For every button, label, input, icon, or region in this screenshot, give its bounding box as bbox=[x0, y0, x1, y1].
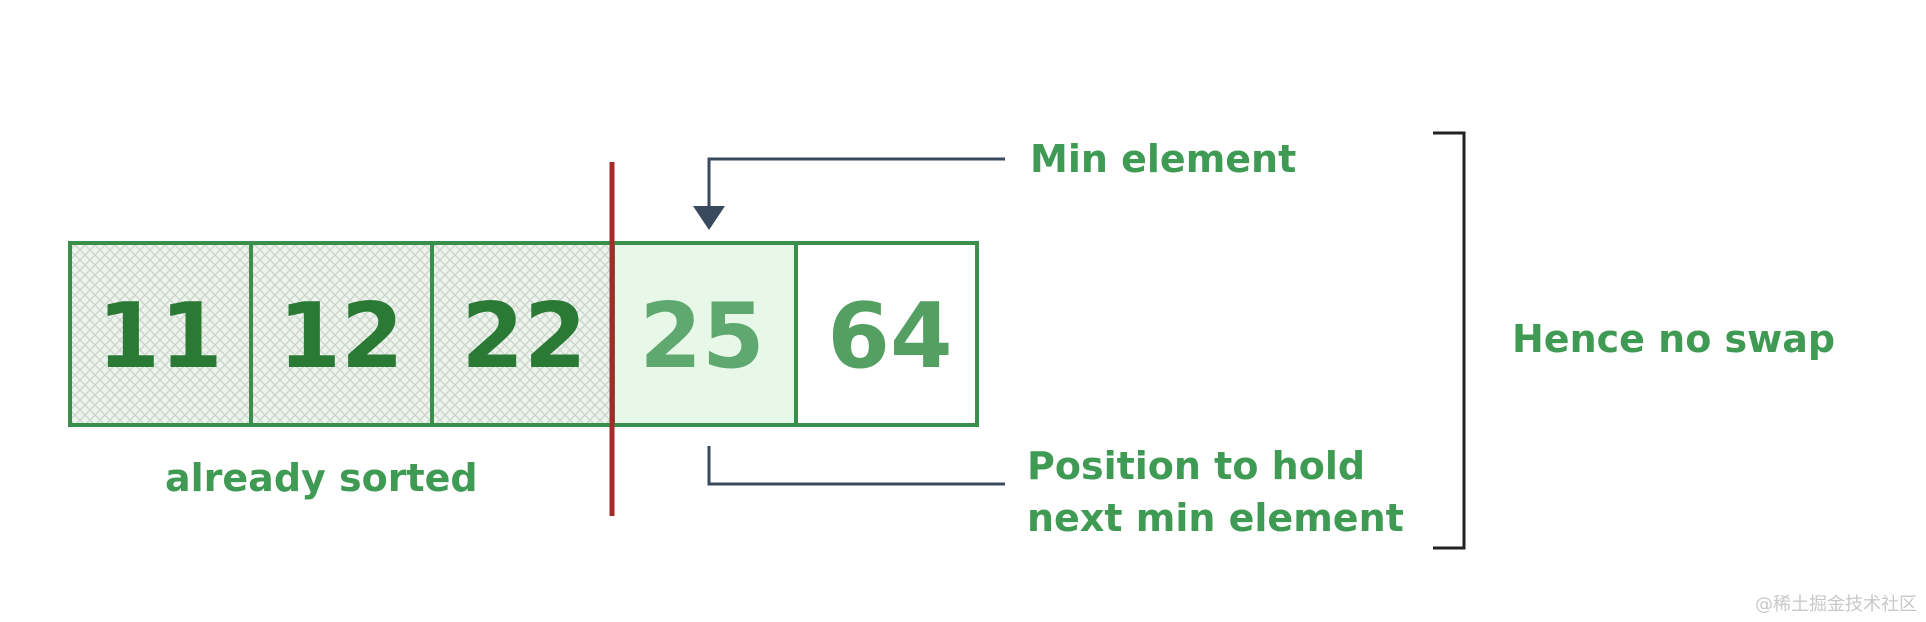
min-element-pointer bbox=[693, 157, 1005, 230]
already-sorted-label: already sorted bbox=[165, 456, 478, 500]
array-cell-2: 22 bbox=[430, 241, 615, 427]
arrow-down-icon bbox=[693, 206, 725, 230]
position-label-line2: next min element bbox=[1027, 496, 1404, 540]
position-bracket-line bbox=[707, 446, 1005, 486]
conclusion-label: Hence no swap bbox=[1512, 317, 1835, 361]
min-element-label: Min element bbox=[1030, 137, 1296, 181]
cell-box bbox=[430, 241, 615, 427]
cell-box bbox=[794, 241, 979, 427]
cell-value: 25 bbox=[639, 284, 764, 389]
cell-value: 12 bbox=[278, 284, 403, 389]
array: 11 12 22 25 64 bbox=[68, 241, 979, 427]
position-label-line1: Position to hold bbox=[1027, 444, 1365, 488]
cell-value: 11 bbox=[97, 284, 222, 389]
array-cell-1: 12 bbox=[249, 241, 434, 427]
array-cell-4: 64 bbox=[794, 241, 979, 427]
cell-box bbox=[249, 241, 434, 427]
array-cell-3: 25 bbox=[611, 241, 798, 427]
cell-value: 22 bbox=[461, 284, 586, 389]
watermark: @稀土掘金技术社区 bbox=[1755, 594, 1917, 615]
right-bracket bbox=[1433, 131, 1466, 550]
array-cell-0: 11 bbox=[68, 241, 253, 427]
cell-value: 64 bbox=[827, 284, 952, 389]
min-pointer-line bbox=[707, 157, 1005, 208]
cell-box bbox=[68, 241, 253, 427]
